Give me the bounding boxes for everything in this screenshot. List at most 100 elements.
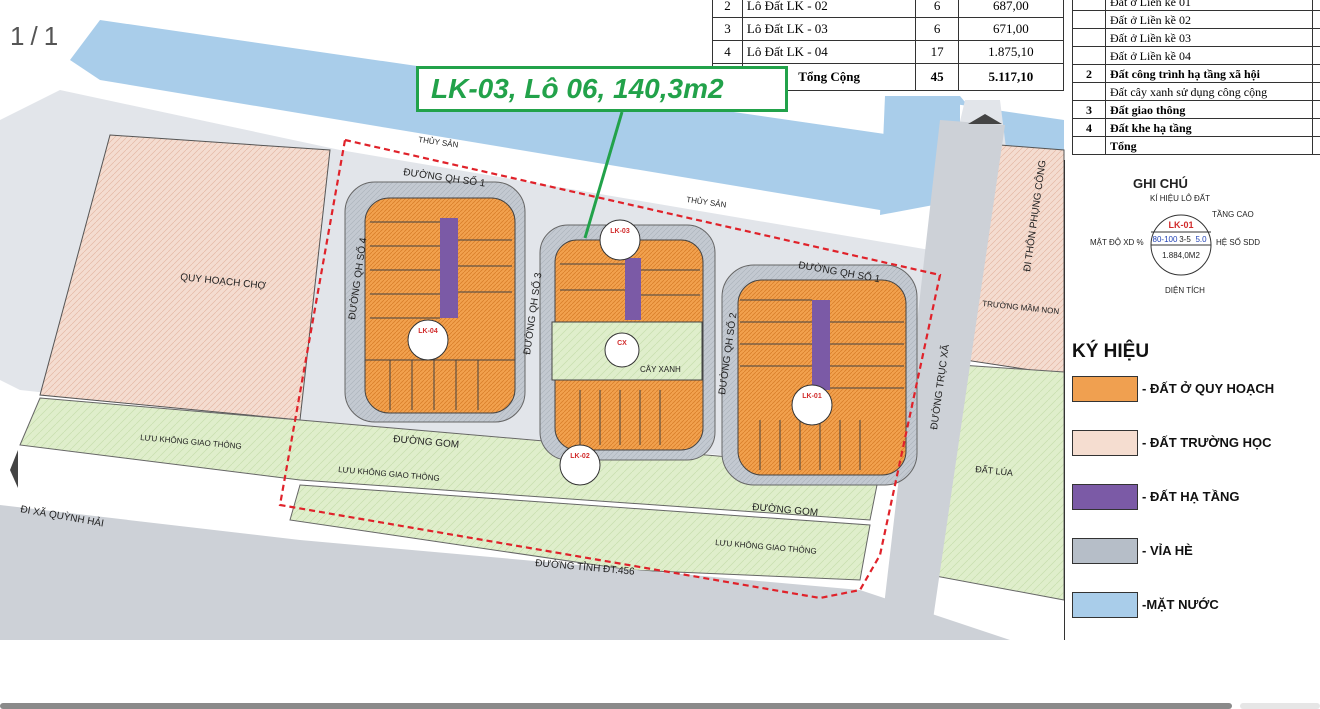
land-use-no [1072, 10, 1106, 29]
land-use-row: Đất ở Liền kề 02 [1072, 10, 1320, 29]
lot-symbol-lk01: LK-01 [791, 384, 833, 426]
planning-boundary [278, 138, 942, 600]
green-corridor-b [289, 484, 871, 581]
land-use-row: Tổng [1072, 136, 1320, 155]
lot-area: 687,00 [957, 0, 1065, 18]
lk01-label: LK-01 [802, 393, 822, 400]
sample-density: 80-100 [1153, 235, 1178, 244]
lot-symbol-lk04: LK-04 [407, 319, 449, 361]
notes-density: MẬT ĐỘ XD % [1090, 238, 1144, 247]
lot-total-count: 45 [915, 63, 959, 91]
horizontal-scrollbar[interactable] [0, 703, 1232, 709]
land-use-name: Tổng [1105, 136, 1313, 155]
land-use-value [1312, 28, 1320, 47]
land-use-row: Đất ở Liền kề 01 [1072, 0, 1320, 11]
land-use-name: Đất giao thông [1105, 100, 1313, 119]
legend-title: KÝ HIỆU [1072, 341, 1150, 362]
green-code-label: CX [617, 340, 627, 347]
land-use-value [1312, 64, 1320, 83]
lot-name: Lô Đất LK - 04 [741, 40, 917, 64]
land-use-value [1312, 136, 1320, 155]
land-use-no [1072, 82, 1106, 101]
land-use-name: Đất ở Liền kề 02 [1105, 10, 1313, 29]
lot-name: Lô Đất LK - 03 [741, 17, 917, 41]
legend-swatch-sidewalk [1072, 538, 1138, 564]
block-lk04 [344, 181, 526, 423]
lot-count: 6 [915, 17, 959, 41]
land-use-name: Đất công trình hạ tầng xã hội [1105, 64, 1313, 83]
land-use-no: 2 [1072, 64, 1106, 83]
land-use-value [1312, 46, 1320, 65]
legend-label-sidewalk: - VỈA HÈ [1142, 543, 1193, 558]
land-use-value [1312, 10, 1320, 29]
notes-far: HỆ SỐ SDD [1216, 238, 1261, 247]
scrollbar-track-end [1240, 703, 1320, 709]
notes-lot-symbol: KÍ HIỆU LÔ ĐẤT [1150, 194, 1211, 203]
notes-title: GHI CHÚ [1133, 176, 1188, 191]
land-use-name: Đất khe hạ tầng [1105, 118, 1313, 137]
lot-symbol-lk02: LK-02 [559, 444, 601, 486]
rice-land-label: ĐẤT LÚA [975, 464, 1014, 478]
land-use-name: Đất ở Liền kề 01 [1105, 0, 1313, 11]
lot-dividers [370, 221, 904, 470]
bottom-area [0, 640, 1320, 709]
notes-floors: TẦNG CAO [1212, 210, 1254, 219]
sample-far: 5.0 [1195, 235, 1207, 244]
land-use-row: Đất ở Liền kề 03 [1072, 28, 1320, 47]
green-symbol: CX [604, 332, 640, 368]
provincial-road [0, 505, 1010, 640]
water-canal [70, 20, 1064, 210]
land-use-row: Đất ở Liền kề 04 [1072, 46, 1320, 65]
land-use-no [1072, 136, 1106, 155]
lot-callout: LK-03, Lô 06, 140,3m2 [416, 66, 788, 112]
land-use-value [1312, 0, 1320, 11]
land-use-no [1072, 0, 1106, 11]
counter-current: 1 [10, 21, 25, 51]
legend-label-school: - ĐẤT TRƯỜNG HỌC [1142, 435, 1272, 450]
green-label: CÂY XANH [640, 365, 681, 374]
notes-area: DIỆN TÍCH [1165, 286, 1205, 295]
counter-separator: / [30, 21, 38, 51]
sample-floors: 3-5 [1179, 235, 1191, 244]
truc-xa-road [880, 120, 1005, 640]
sample-area: 1.884,0M2 [1162, 251, 1200, 260]
land-use-name: Đất ở Liền kề 03 [1105, 28, 1313, 47]
lk04-label: LK-04 [418, 328, 438, 335]
legend-swatch-infrastructure [1072, 484, 1138, 510]
legend-swatch-school [1072, 430, 1138, 456]
land-use-name: Đất ở Liền kề 04 [1105, 46, 1313, 65]
land-use-no: 4 [1072, 118, 1106, 137]
lot-count: 6 [915, 0, 959, 18]
callout-pointer [583, 111, 624, 239]
legend-swatch-water [1072, 592, 1138, 618]
land-use-no: 3 [1072, 100, 1106, 119]
lk02-label: LK-02 [570, 453, 590, 460]
lk03-label: LK-03 [610, 228, 630, 235]
lot-no: 3 [712, 17, 743, 41]
legend-swatch-residential [1072, 376, 1138, 402]
land-use-no [1072, 46, 1106, 65]
lot-total-area: 5.117,10 [957, 63, 1065, 91]
legend-label-residential: - ĐẤT Ở QUY HOẠCH [1142, 381, 1275, 396]
lot-area: 1.875,10 [957, 40, 1065, 64]
sample-code: LK-01 [1168, 220, 1193, 230]
lot-symbol-lk03: LK-03 [599, 219, 641, 261]
sample-lot-symbol: LK-01 80-100 3-5 5.0 1.884,0M2 [1150, 214, 1212, 276]
land-use-no [1072, 28, 1106, 47]
land-use-row: Đất cây xanh sử dụng công cộng [1072, 82, 1320, 101]
land-use-value [1312, 82, 1320, 101]
counter-total: 1 [43, 21, 59, 51]
arrow-up-icon [968, 114, 1002, 124]
land-use-value [1312, 100, 1320, 119]
green-corridor-a [19, 397, 881, 521]
land-use-name: Đất cây xanh sử dụng công cộng [1105, 82, 1313, 101]
